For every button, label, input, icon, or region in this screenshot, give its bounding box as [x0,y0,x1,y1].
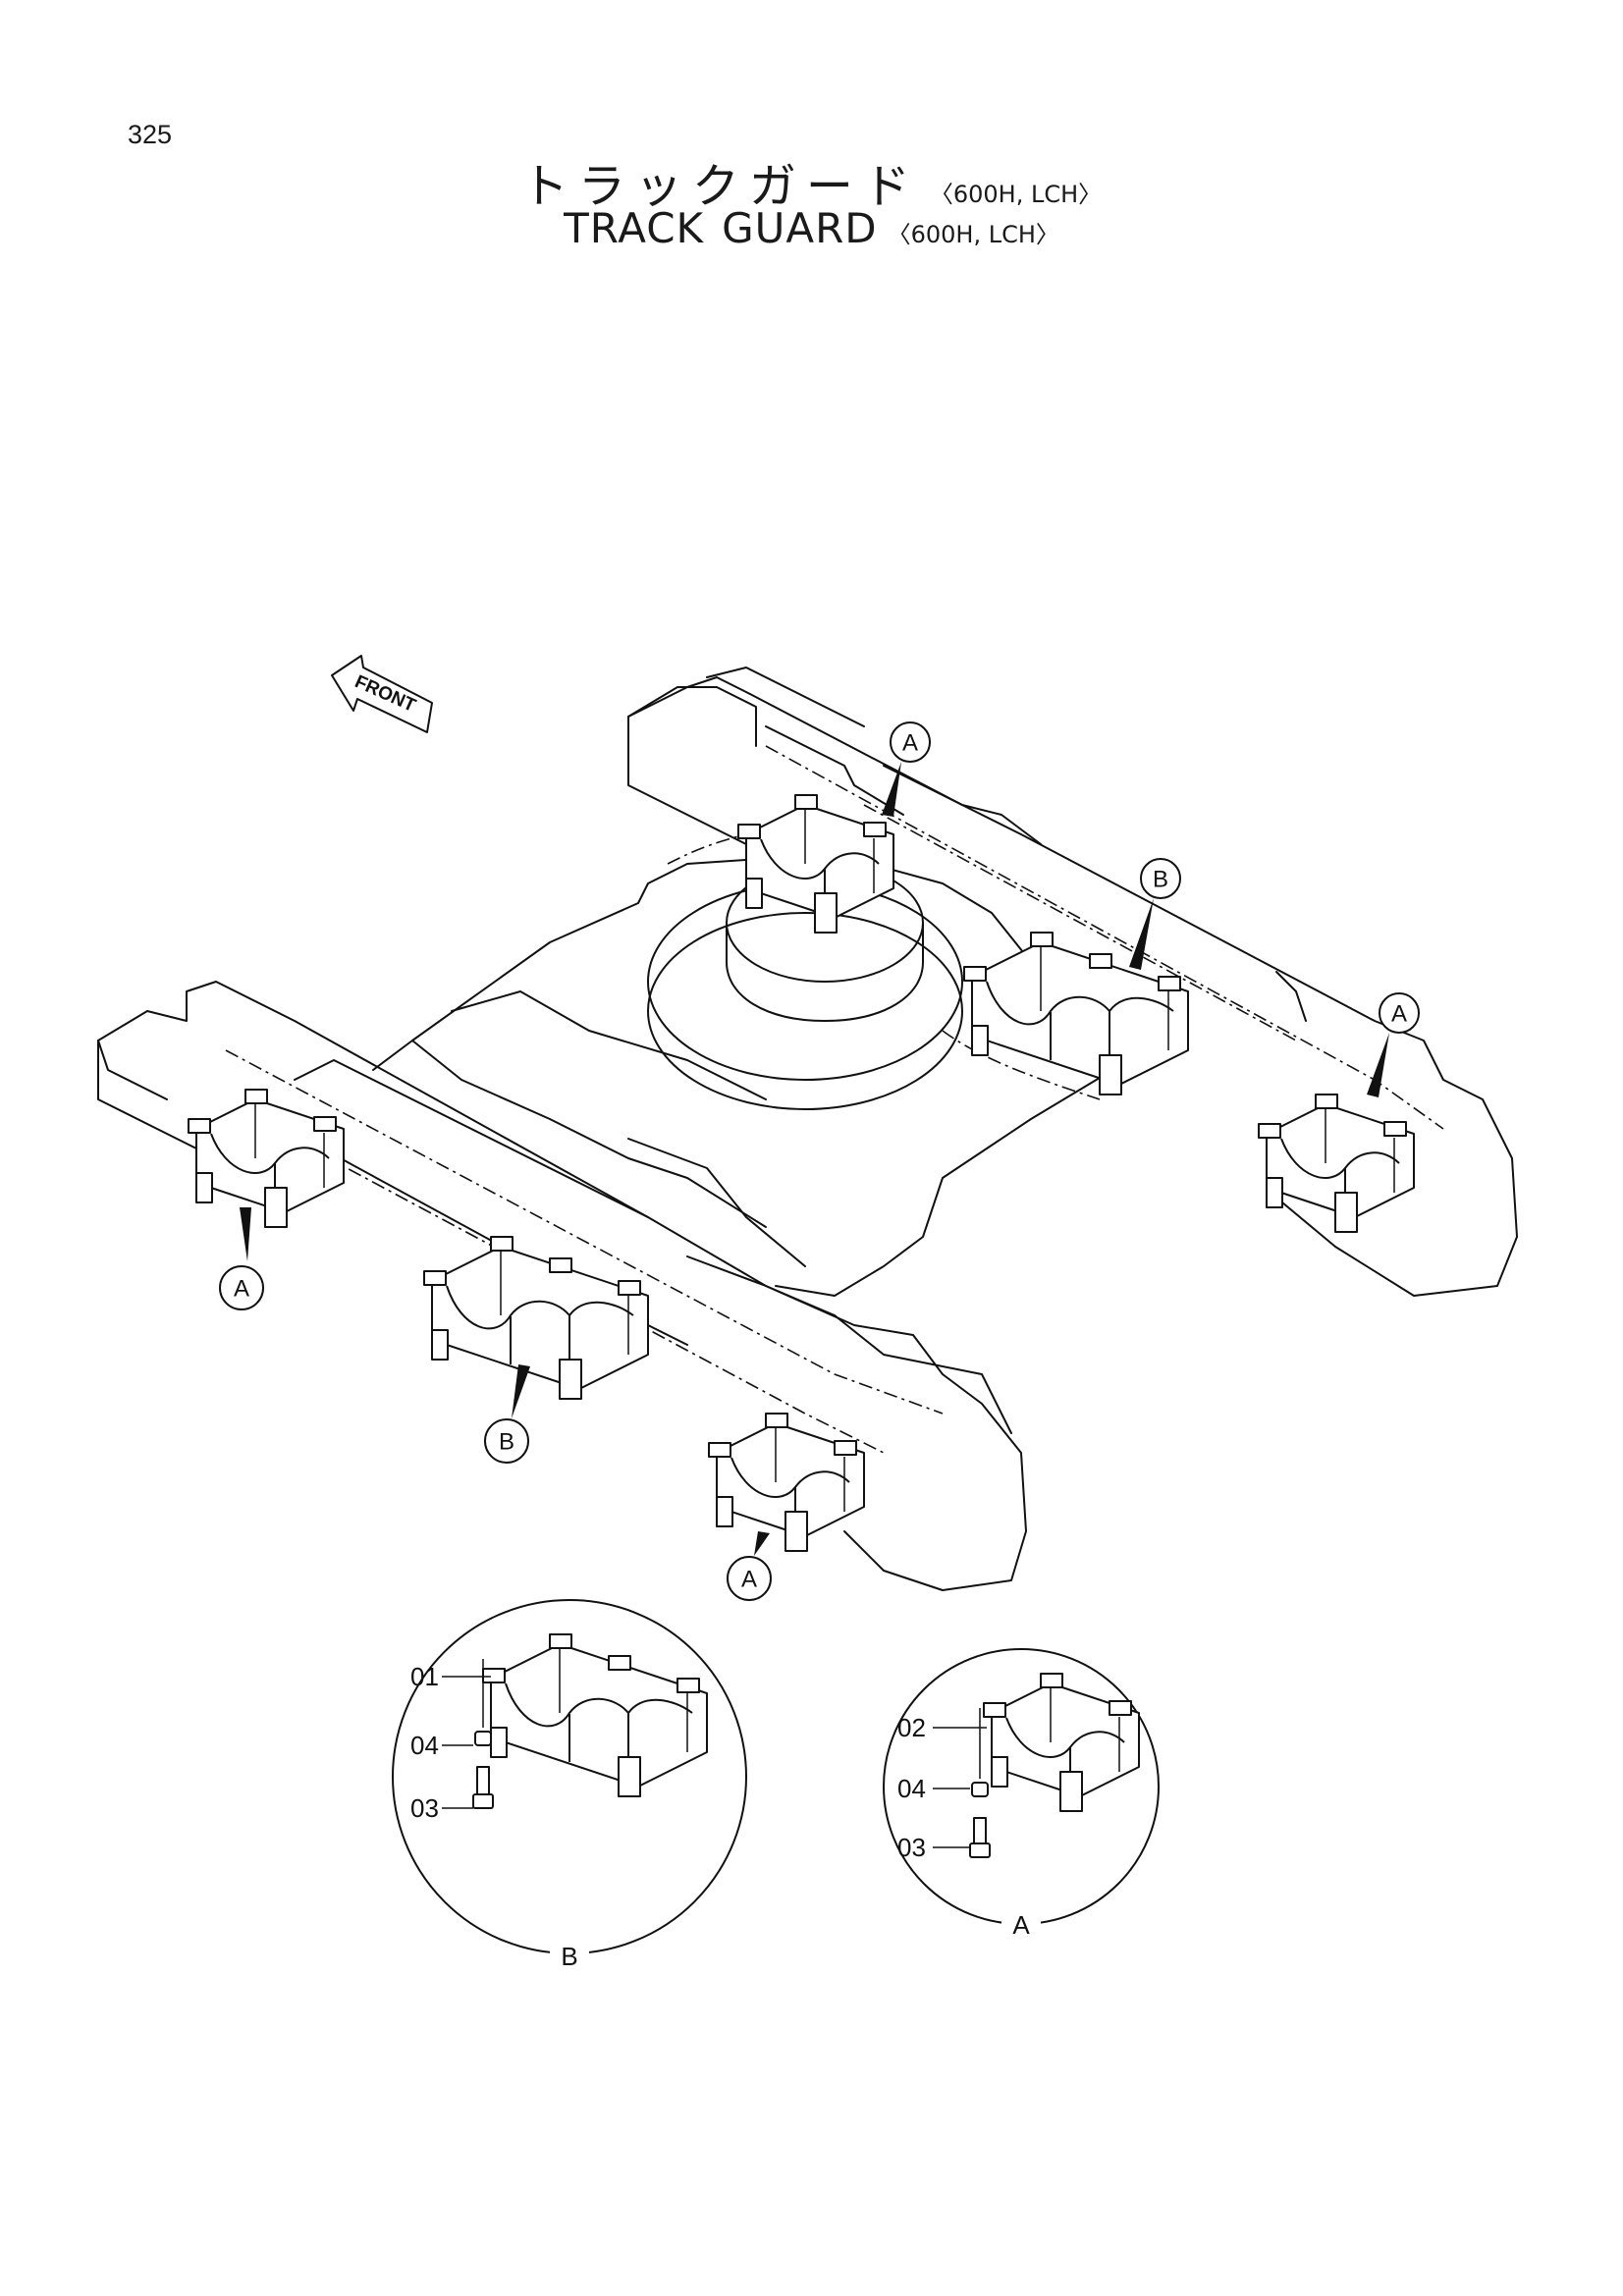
callout-b-top-label: B [1153,867,1168,893]
detail-view-a: A 02 04 03 [883,1648,1160,1940]
detail-view-b: B 01 04 03 [392,1599,747,1971]
callout-a-bottom-label: A [741,1567,757,1593]
title-japanese-variant: 〈600H, LCH〉 [929,181,1103,208]
guard-a-rear-top [737,794,894,934]
callout-a-right: A [1379,992,1420,1034]
callout-b-bottom: B [484,1418,529,1464]
title-english: TRACK GUARD 〈600H, LCH〉 [0,204,1623,252]
guard-a-front-left [188,1089,345,1228]
detail-a-part-02: 02 [897,1713,926,1742]
callout-a-left-label: A [234,1276,249,1303]
detail-view-a-label: A [1012,1910,1030,1940]
title-japanese-text: トラックガード [520,159,920,214]
guard-a-rear-right [1258,1094,1415,1233]
guard-b-front [423,1236,649,1400]
detail-view-b-label: B [561,1942,577,1971]
page-number: 325 [128,120,173,149]
callout-b-bottom-label: B [499,1429,514,1456]
callout-a-bottom: A [727,1556,772,1601]
detail-b-part-01: 01 [410,1662,439,1691]
guard-b-rear [963,932,1189,1095]
callout-a-top: A [890,721,931,763]
callout-a-left: A [219,1265,264,1310]
detail-b-part-03: 03 [410,1793,439,1823]
title-english-word-track: TRACK [564,204,705,252]
callout-leaders [240,762,1389,1556]
undercarriage [97,667,1518,1591]
detail-a-part-04: 04 [897,1774,926,1803]
front-arrow: FRONT [331,655,433,733]
title-japanese: トラックガード〈600H, LCH〉 [0,147,1623,216]
callout-a-right-label: A [1391,1001,1407,1028]
callout-a-top-label: A [902,730,918,757]
guard-a-front-right [708,1413,865,1552]
callout-b-top: B [1140,858,1181,899]
title-english-word-guard: GUARD [722,204,878,252]
detail-b-part-04: 04 [410,1731,439,1760]
detail-a-part-03: 03 [897,1833,926,1862]
title-english-variant: 〈600H, LCH〉 [887,221,1059,248]
